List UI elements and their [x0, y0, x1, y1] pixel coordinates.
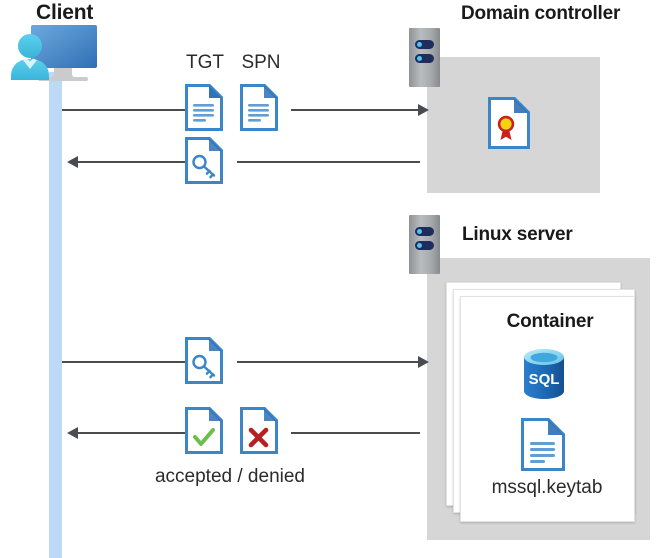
service-ticket-document-key-icon: [185, 337, 223, 384]
ticket-document-key-icon: [185, 137, 223, 184]
sql-database-icon: SQL: [521, 348, 567, 405]
flow-3-line-left: [62, 361, 185, 363]
flow-3-arrowhead: [418, 356, 429, 368]
accepted-document-check-icon: [185, 407, 223, 454]
linux-server-label: Linux server: [462, 224, 573, 245]
keytab-filename-label: mssql.keytab: [491, 477, 603, 498]
denied-document-cross-icon: [240, 407, 278, 454]
spn-label: SPN: [241, 52, 281, 73]
flow-1-arrowhead: [418, 104, 429, 116]
domain-controller-label: Domain controller: [461, 3, 621, 24]
keytab-document-lines-icon: [521, 418, 565, 471]
flow-2-line-right: [237, 161, 420, 163]
flow-1-line-left: [62, 109, 185, 111]
svg-text:SQL: SQL: [529, 371, 560, 388]
flow-4-line-right: [291, 432, 420, 434]
spn-document-lines-icon: [240, 84, 278, 131]
certificate-document-icon: [488, 97, 530, 149]
flow-1-line-right: [291, 109, 419, 111]
domain-controller-server-rack-icon: [409, 28, 440, 87]
flow-2-line-left: [78, 161, 185, 163]
flow-4-arrowhead: [67, 427, 78, 439]
flow-3-line-right: [237, 361, 419, 363]
container-card-front: [460, 296, 635, 522]
linux-server-rack-icon: [409, 215, 440, 274]
tgt-label: TGT: [186, 52, 224, 73]
flow-4-line-left: [78, 432, 185, 434]
client-label: Client: [36, 1, 94, 24]
accepted-denied-label: accepted / denied: [154, 466, 305, 487]
container-label: Container: [506, 311, 594, 332]
client-lifeline: [49, 72, 62, 558]
flow-2-arrowhead: [67, 156, 78, 168]
tgt-document-lines-icon: [185, 84, 223, 131]
client-icon: [8, 23, 112, 90]
